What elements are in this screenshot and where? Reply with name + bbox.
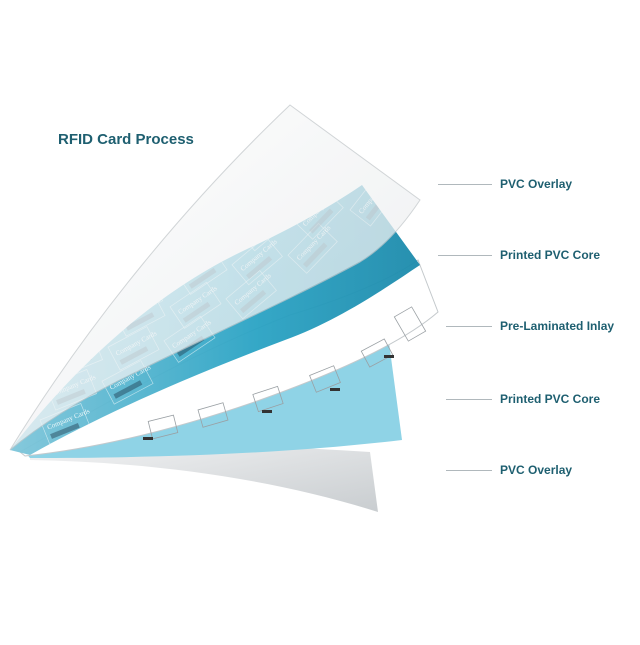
inlay-antennas (143, 306, 427, 440)
leader-line-pre-laminated-inlay (446, 326, 492, 327)
label-pvc-overlay-bottom: PVC Overlay (500, 463, 573, 477)
bottom-pvc-overlay-sheet (30, 445, 378, 512)
top-pvc-overlay-sheet (9, 104, 421, 451)
label-pre-laminated-inlay: Pre-Laminated Inlay (500, 319, 615, 333)
label-pvc-overlay-top: PVC Overlay (500, 177, 573, 191)
bottom-printed-pvc-core-sheet (25, 320, 402, 458)
leader-line-pvc-overlay-bottom (446, 470, 492, 471)
leader-line-pvc-overlay-top (438, 184, 492, 185)
leader-line-printed-pvc-core-bottom (446, 399, 492, 400)
leader-line-printed-pvc-core-top (438, 255, 492, 256)
printed-card: Company Cards (362, 103, 413, 158)
page-title: RFID Card Process (58, 131, 194, 148)
label-printed-pvc-core-top: Printed PVC Core (500, 248, 601, 262)
printed-card-text: Company Cards (369, 107, 403, 148)
label-printed-pvc-core-bottom: Printed PVC Core (500, 392, 601, 406)
